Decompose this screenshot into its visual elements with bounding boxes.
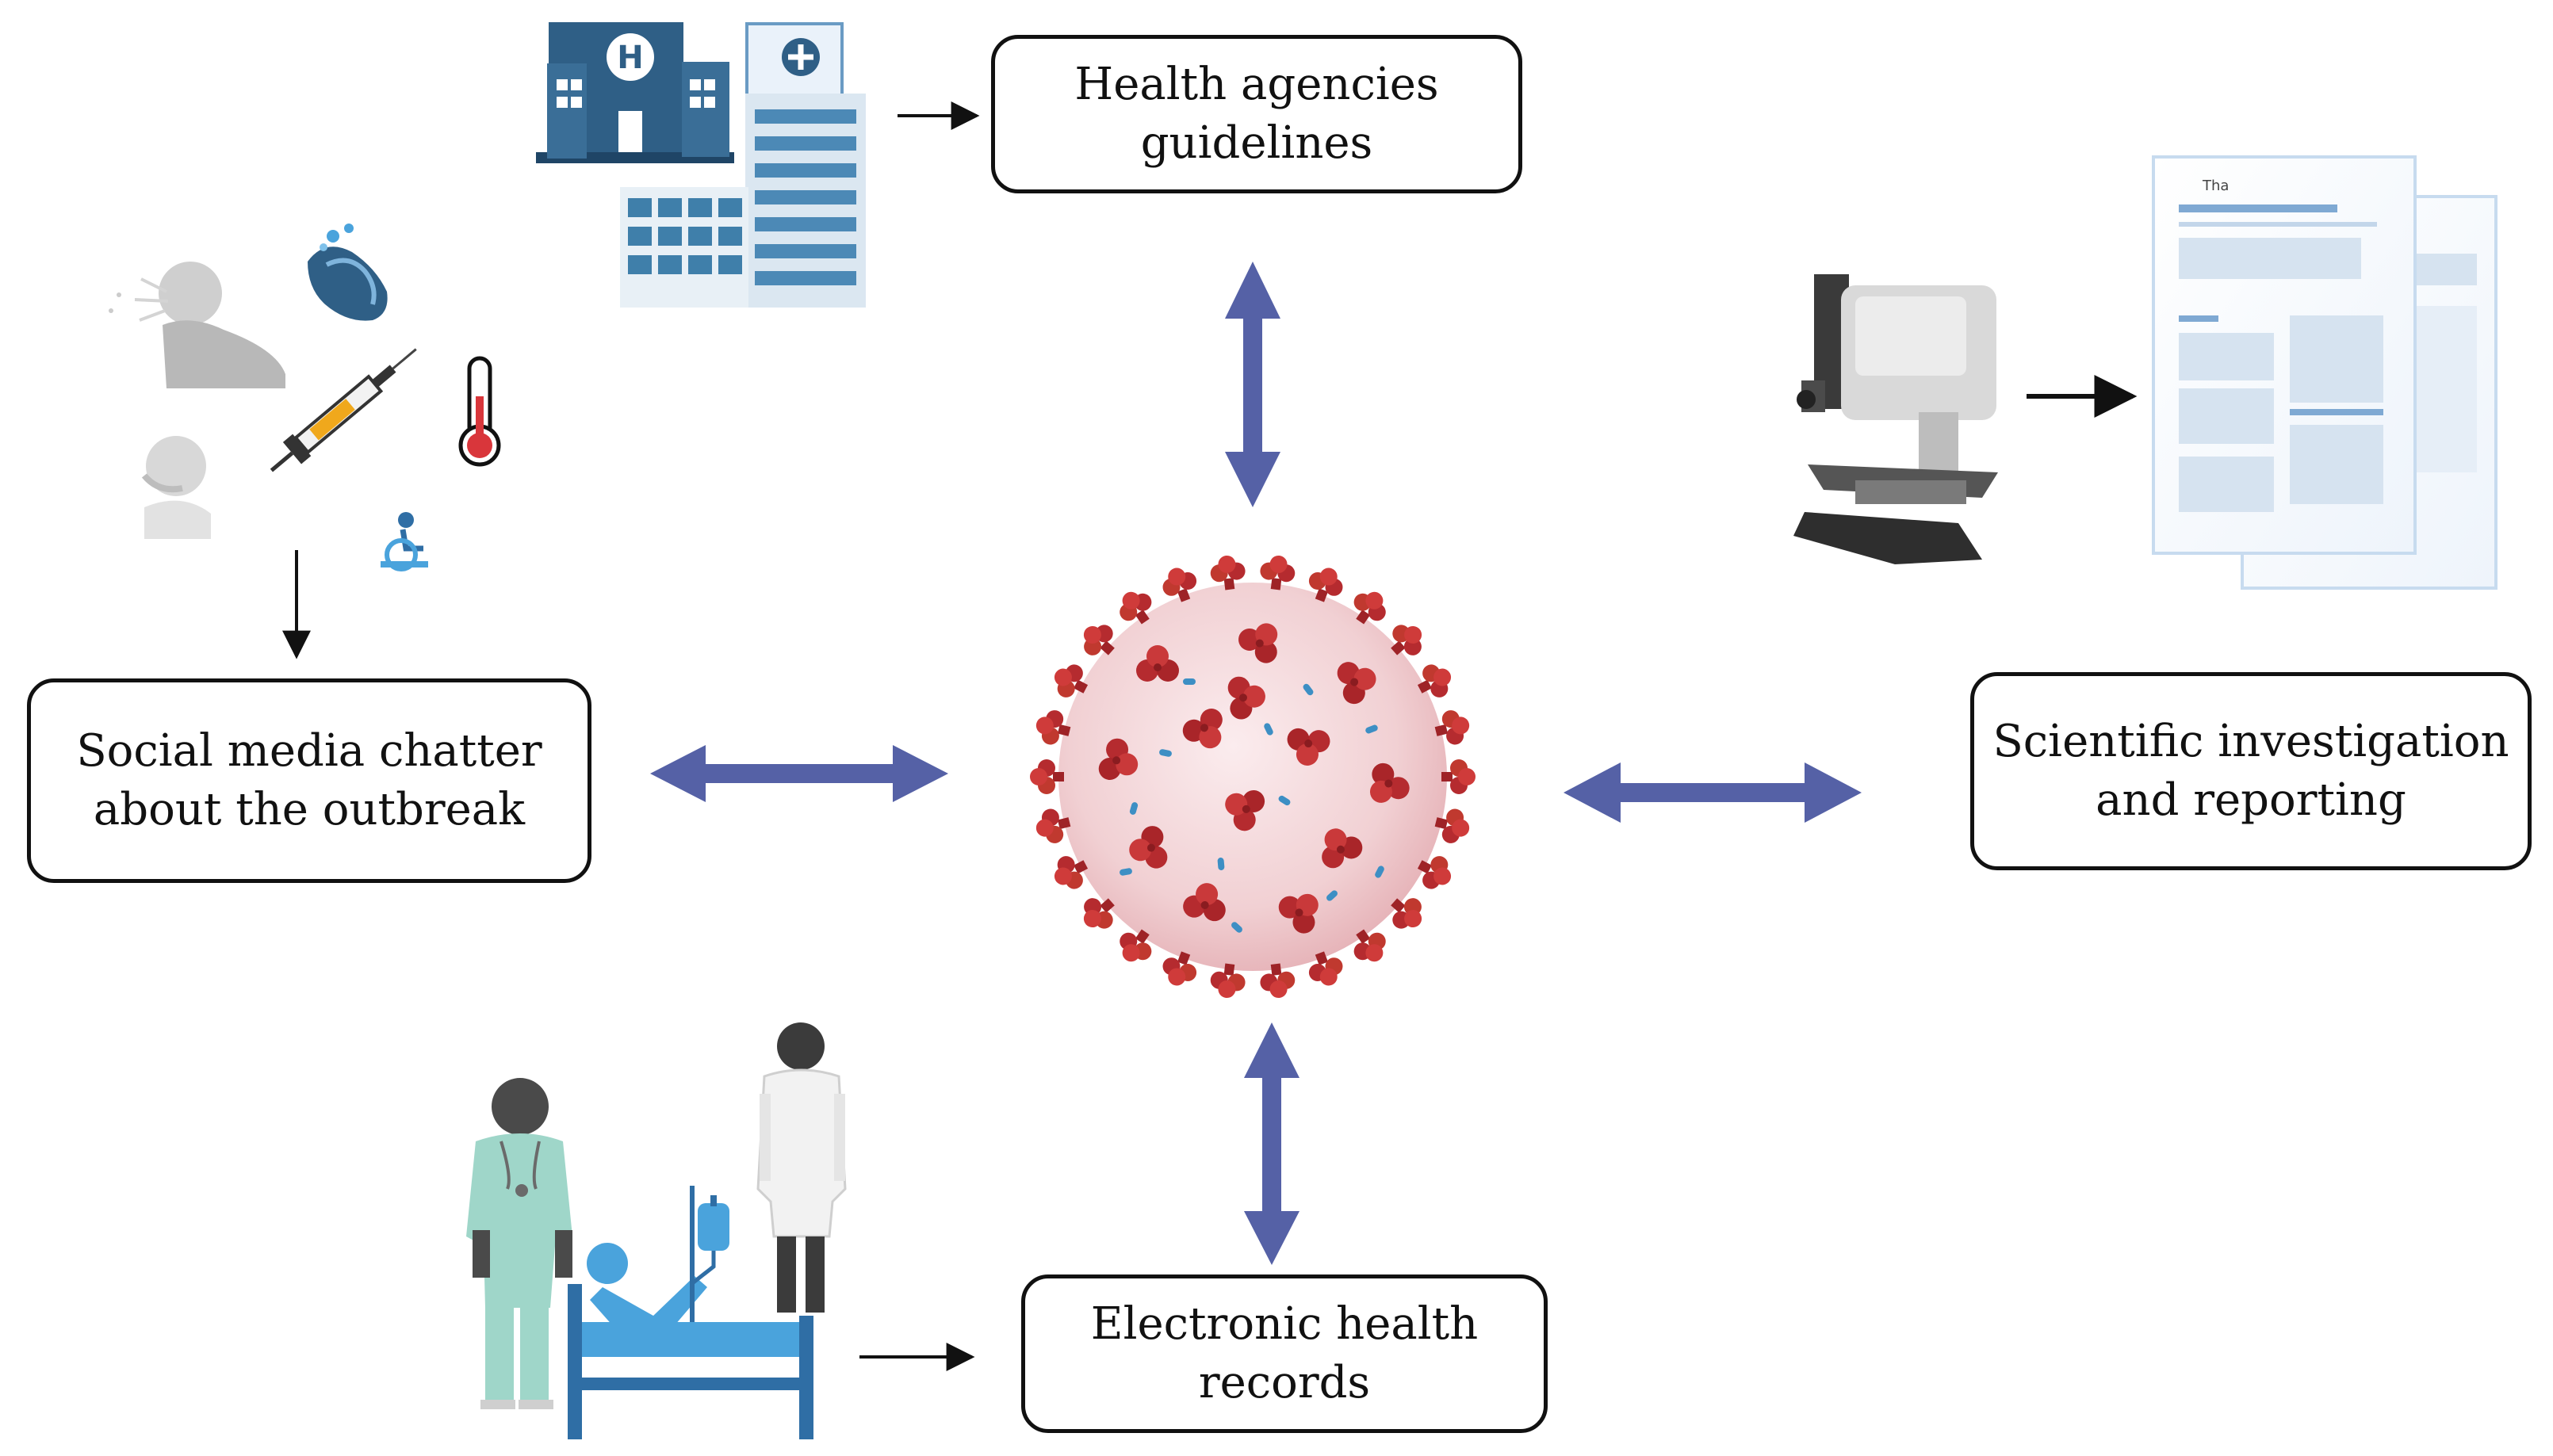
scientific-investigation-box: Scientific investigation and reporting: [1970, 672, 2532, 870]
hospital-bed-patient-icon: [568, 1186, 813, 1439]
arrow-top: [1225, 262, 1280, 507]
health-agencies-line2: guidelines: [1140, 117, 1373, 169]
wheelchair-icon: [381, 512, 428, 571]
social-media-line1: Social media chatter: [76, 725, 542, 777]
scientific-line1: Scientific investigation: [1992, 716, 2509, 767]
health-agencies-box: Health agencies guidelines: [991, 35, 1522, 193]
scientific-line2: and reporting: [2096, 774, 2406, 826]
social-media-box: Social media chatter about the outbreak: [27, 678, 591, 883]
masked-person-icon: [141, 436, 211, 539]
research-paper-icon: Tha: [2152, 155, 2498, 590]
ehr-line2: records: [1198, 1357, 1371, 1408]
doctor-icon: [756, 1022, 847, 1313]
health-agencies-line1: Health agencies: [1074, 59, 1439, 110]
svg-text:H: H: [617, 40, 643, 76]
arrow-right: [1564, 762, 1862, 823]
syringe-icon: [270, 348, 417, 472]
arrow-left: [650, 745, 948, 802]
thermometer-icon: [458, 356, 501, 467]
coronavirus-icon: [1030, 553, 1476, 1000]
electronic-health-records-box: Electronic health records: [1021, 1274, 1548, 1433]
hospital-building-icon: H: [536, 22, 866, 308]
handwashing-icon: [308, 224, 388, 321]
arrow-bottom: [1244, 1022, 1299, 1265]
social-media-line2: about the outbreak: [93, 784, 526, 835]
svg-text:Tha: Tha: [2202, 178, 2229, 194]
coughing-person-icon: [109, 262, 285, 388]
microscope-icon: [1793, 274, 1998, 564]
ehr-line1: Electronic health: [1090, 1298, 1479, 1350]
nurse-icon: [466, 1078, 572, 1409]
